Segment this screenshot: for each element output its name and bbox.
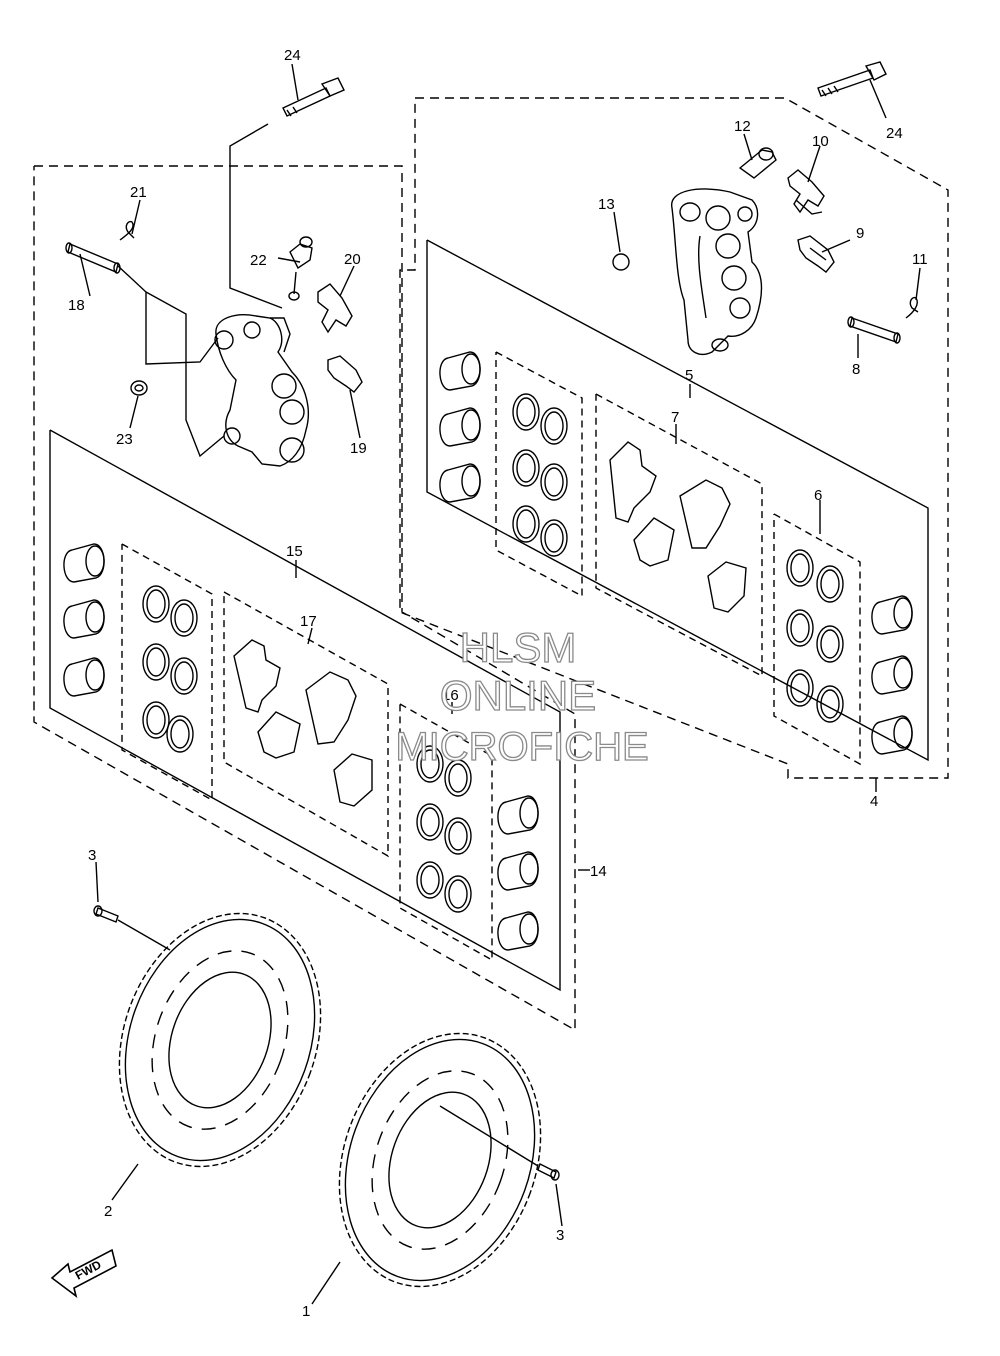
callout-3-left: 3 [88, 847, 96, 864]
forward-direction-arrow: FWD [50, 1248, 117, 1298]
left-caliper-assembly-frame [33, 165, 576, 1032]
left-inner-kit-frames [121, 543, 493, 962]
right-caliper-body [671, 188, 763, 356]
right-caliper-assembly-frame [399, 97, 949, 779]
callout-23: 23 [116, 431, 133, 448]
right-brake-pads [609, 441, 747, 613]
right-pad-spring [787, 169, 825, 215]
callout-5: 5 [685, 367, 693, 384]
right-brake-disc [338, 1032, 542, 1288]
right-seal-set-left-frame [495, 351, 861, 766]
callout-19: 19 [350, 440, 367, 457]
callout-10: 10 [812, 133, 829, 150]
right-pin-clip [905, 296, 919, 319]
watermark-line-3: MICROFICHE [395, 725, 648, 769]
left-pistons-right [497, 795, 539, 951]
callout-14: 14 [590, 863, 607, 880]
right-seal-kit-frame [426, 239, 929, 762]
left-brake-pads [233, 639, 373, 807]
right-pistons-left [439, 351, 481, 503]
callout-11: 11 [912, 251, 928, 268]
callout-16: 16 [442, 687, 459, 704]
callout-21: 21 [130, 184, 147, 201]
right-disc-bolt [439, 1105, 560, 1181]
callout-4: 4 [870, 793, 878, 810]
right-caliper-bolt [817, 61, 887, 97]
callout-labels: 24 24 21 22 20 18 23 19 12 10 13 9 11 8 … [68, 47, 928, 1320]
right-pad-clip [797, 235, 835, 273]
left-caliper-bolt [282, 77, 345, 117]
callout-15: 15 [286, 543, 303, 560]
callout-6: 6 [814, 487, 822, 504]
callout-leader-lines [79, 63, 921, 1305]
left-caliper-leaders [117, 265, 219, 365]
left-pistons-left [63, 543, 105, 697]
watermark-line-1: HLSM [460, 624, 577, 671]
watermark-line-2: ONLINE [440, 672, 596, 719]
right-seals-set [512, 393, 568, 557]
left-pad-clip [327, 355, 363, 393]
left-caliper-body [214, 314, 309, 467]
callout-24-left: 24 [284, 47, 301, 64]
callout-2: 2 [104, 1203, 112, 1220]
left-seal-kit-frame [49, 429, 561, 992]
callout-22: 22 [250, 252, 267, 269]
left-caliper-leaders-2 [145, 291, 225, 458]
left-brake-disc [118, 912, 322, 1168]
callout-24-right: 24 [886, 125, 903, 142]
right-bleed-cap [612, 253, 630, 271]
left-pad-spring [317, 283, 353, 334]
right-bleeder-screw [738, 147, 777, 179]
left-seals-set-2 [416, 745, 472, 913]
callout-7: 7 [671, 409, 679, 426]
callout-17: 17 [300, 613, 317, 630]
callout-3-right: 3 [556, 1227, 564, 1244]
callout-13: 13 [598, 196, 615, 213]
left-pin-clip [119, 220, 135, 241]
callout-9: 9 [856, 225, 864, 242]
right-pistons-right [871, 595, 913, 755]
callout-18: 18 [68, 297, 85, 314]
right-caliper-pin [847, 316, 901, 344]
callout-12: 12 [734, 118, 751, 135]
callout-20: 20 [344, 251, 361, 268]
watermark: HLSM ONLINE MICROFICHE [395, 623, 650, 769]
left-bleed-cap [130, 380, 148, 396]
left-caliper-pin [65, 242, 121, 274]
left-disc-bolt [93, 905, 171, 951]
callout-1: 1 [302, 1303, 310, 1320]
left-seals-set [142, 585, 198, 753]
left-bolt-leader [229, 123, 283, 309]
left-bleeder-screw [288, 236, 313, 301]
right-seals-set-2 [786, 549, 844, 723]
callout-8: 8 [852, 361, 860, 378]
